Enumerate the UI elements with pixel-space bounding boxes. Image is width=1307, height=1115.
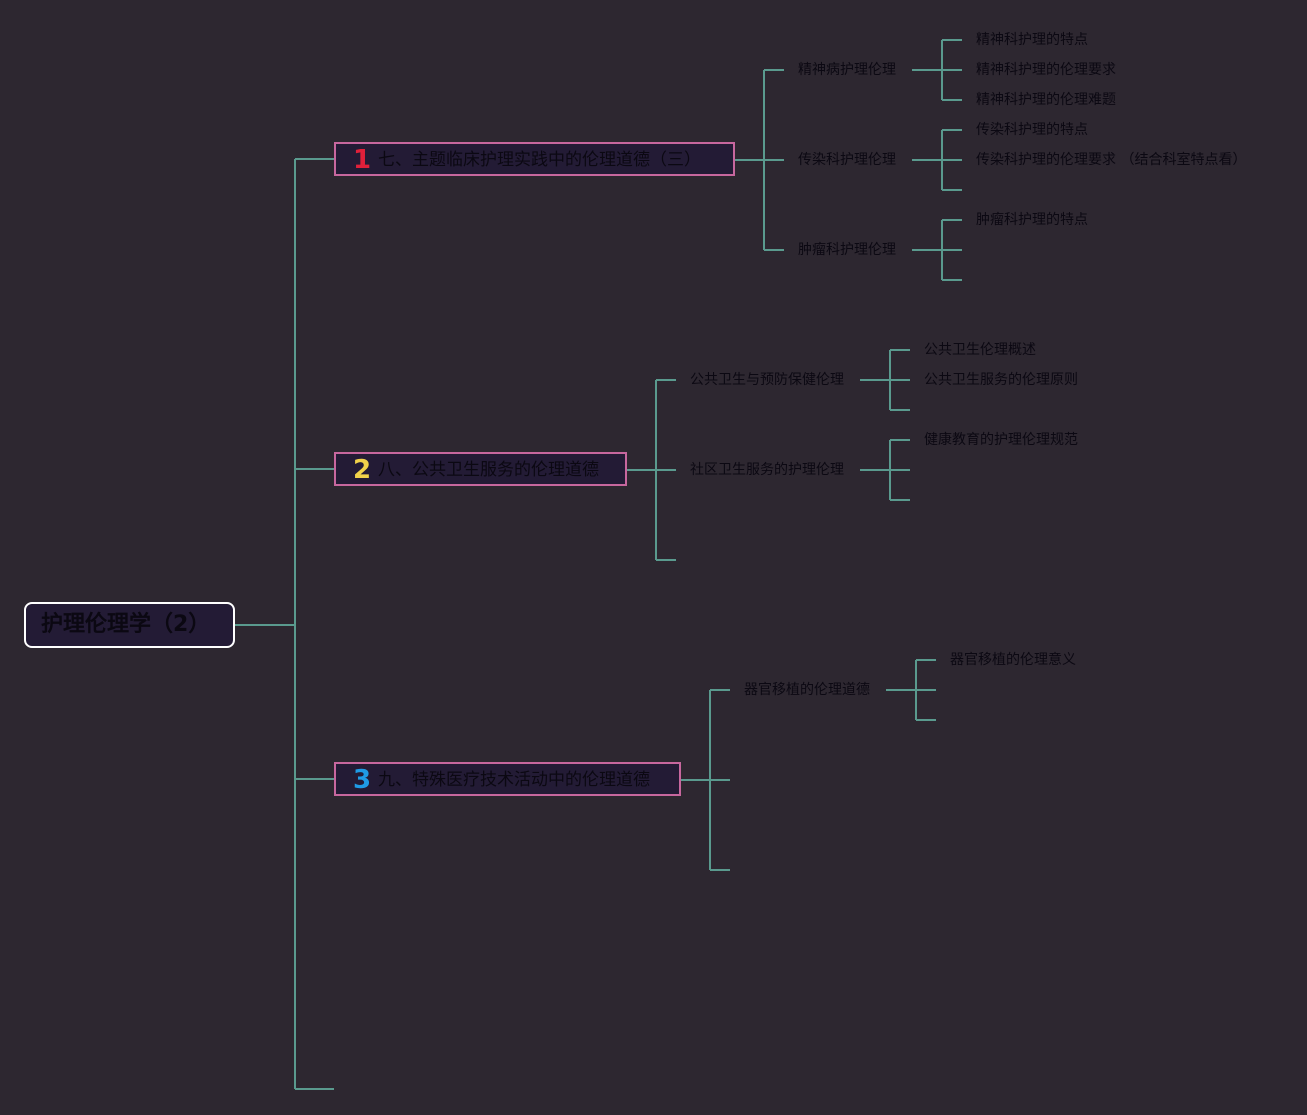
root-node[interactable]: 护理伦理学（2） [24, 602, 235, 648]
leaf-infectious-requirements[interactable]: 传染科护理的伦理要求 （结合科室特点看） [976, 152, 1247, 168]
subtopic-public-health-prevention[interactable]: 公共卫生与预防保健伦理 [690, 372, 844, 388]
topic-node-2[interactable]: 2 八、公共卫生服务的伦理道德 [334, 452, 627, 486]
subtopic-community-health-nursing[interactable]: 社区卫生服务的护理伦理 [690, 462, 844, 478]
subtopic-psychiatric-ethics[interactable]: 精神病护理伦理 [798, 62, 896, 78]
topic-label-3: 九、特殊医疗技术活动中的伦理道德 [378, 770, 650, 790]
topic-node-1[interactable]: 1 七、主题临床护理实践中的伦理道德（三） [334, 142, 735, 176]
number-2-icon: 2 [353, 455, 372, 485]
root-label: 护理伦理学（2） [41, 612, 211, 637]
topic-label-1: 七、主题临床护理实践中的伦理道德（三） [378, 150, 701, 170]
subtopic-infectious-ethics[interactable]: 传染科护理伦理 [798, 152, 896, 168]
leaf-public-health-principles[interactable]: 公共卫生服务的伦理原则 [924, 372, 1078, 388]
leaf-infectious-features[interactable]: 传染科护理的特点 [976, 122, 1088, 138]
topic-node-3[interactable]: 3 九、特殊医疗技术活动中的伦理道德 [334, 762, 681, 796]
leaf-psychiatric-dilemmas[interactable]: 精神科护理的伦理难题 [976, 92, 1116, 108]
subtopic-organ-transplant-ethics[interactable]: 器官移植的伦理道德 [744, 682, 870, 698]
leaf-psychiatric-features[interactable]: 精神科护理的特点 [976, 32, 1088, 48]
leaf-oncology-features[interactable]: 肿瘤科护理的特点 [976, 212, 1088, 228]
topic-label-2: 八、公共卫生服务的伦理道德 [378, 460, 599, 480]
leaf-psychiatric-requirements[interactable]: 精神科护理的伦理要求 [976, 62, 1116, 78]
leaf-public-health-overview[interactable]: 公共卫生伦理概述 [924, 342, 1036, 358]
leaf-health-education-norms[interactable]: 健康教育的护理伦理规范 [924, 432, 1078, 448]
subtopic-oncology-ethics[interactable]: 肿瘤科护理伦理 [798, 242, 896, 258]
leaf-organ-transplant-significance[interactable]: 器官移植的伦理意义 [950, 652, 1076, 668]
number-1-icon: 1 [353, 145, 372, 175]
number-3-icon: 3 [353, 765, 372, 795]
